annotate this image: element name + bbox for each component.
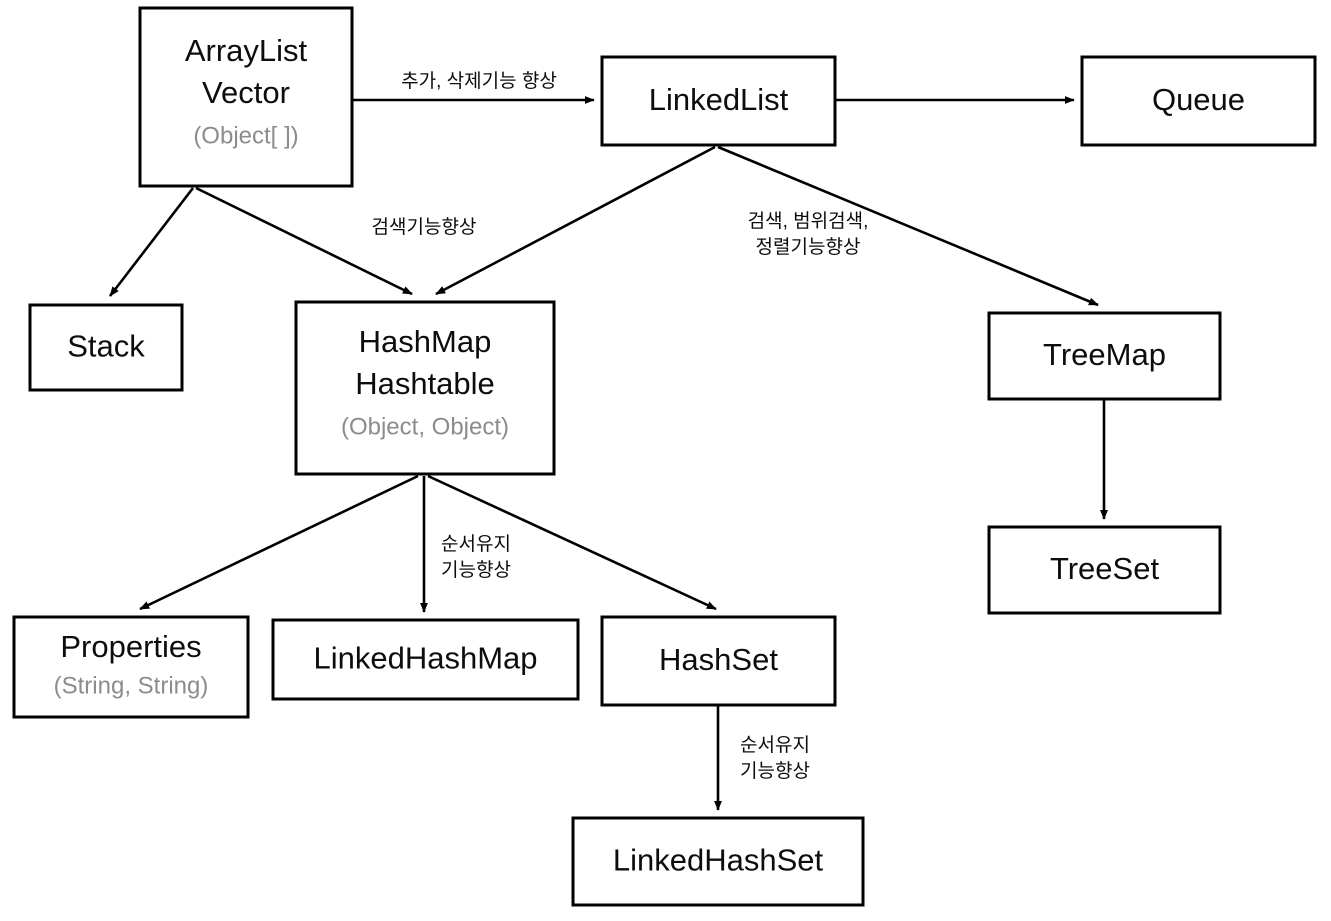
node-queue[interactable]: Queue <box>1080 55 1317 147</box>
edge-label-halo: 순서유지 <box>441 533 511 555</box>
edge-label-halo: 검색, 범위검색, <box>748 210 869 232</box>
node-box-treeset <box>987 525 1222 615</box>
node-box-hashmap <box>294 300 556 476</box>
edge-hashmap-to-hashset <box>427 474 717 611</box>
node-hashmap-line2: Hashtable <box>355 366 495 401</box>
node-box-treemap <box>987 311 1222 401</box>
node-box-hashset <box>600 615 837 707</box>
edge-label-text: 기능향상 <box>740 760 810 782</box>
node-box-linkedhashset <box>571 816 865 907</box>
edge-label-text: 정렬기능향상 <box>756 236 861 258</box>
node-hashset-line1: HashSet <box>659 642 778 677</box>
node-linkedlist-line1: LinkedList <box>649 82 789 117</box>
edge-label-text: 추가, 삭제기능 향상 <box>401 70 557 92</box>
edge-label-text: 기능향상 <box>441 559 511 581</box>
node-linkedhashset-line1: LinkedHashSet <box>613 843 824 878</box>
node-treeset[interactable]: TreeSet <box>987 525 1222 615</box>
edge-label-text: 검색, 범위검색, <box>748 210 869 232</box>
edge-arraylist-to-hashmap <box>195 186 413 296</box>
node-box-linkedlist <box>600 55 837 147</box>
node-properties-line1: Properties <box>60 629 201 664</box>
node-stack-line1: Stack <box>67 329 145 364</box>
node-hashset[interactable]: HashSet <box>600 615 837 707</box>
node-box-linkedhashmap <box>271 618 580 701</box>
node-treemap[interactable]: TreeMap <box>987 311 1222 401</box>
edge-label-halo: 검색기능향상 <box>372 216 477 238</box>
edge-linkedlist-to-hashmap <box>435 145 716 296</box>
edge-linkedlist-to-treemap <box>717 145 1099 307</box>
edge-hashmap-to-properties <box>139 474 419 611</box>
node-linkedhashset[interactable]: LinkedHashSet <box>571 816 865 907</box>
node-linkedhashmap[interactable]: LinkedHashMap <box>271 618 580 701</box>
node-hashmap-line1: HashMap <box>359 324 492 359</box>
node-arraylist-sub: (Object[ ]) <box>193 122 298 149</box>
edges-layer <box>108 96 1108 811</box>
node-properties[interactable]: Properties (String, String) <box>12 615 250 719</box>
node-box-arraylist <box>138 6 354 188</box>
edge-label-text: 순서유지 <box>740 734 810 756</box>
edge-label-text: 검색기능향상 <box>372 216 477 238</box>
node-arraylist-line1: ArrayList <box>185 33 308 68</box>
node-hashmap-sub: (Object, Object) <box>341 413 509 440</box>
edge-label-halo: 순서유지 <box>740 734 810 756</box>
node-properties-sub: (String, String) <box>54 672 209 699</box>
node-arraylist-line2: Vector <box>202 75 290 110</box>
edge-arraylist-to-stack <box>108 187 195 297</box>
edge-label-text: 순서유지 <box>441 533 511 555</box>
node-box-properties <box>12 615 250 719</box>
node-stack[interactable]: Stack <box>28 303 184 392</box>
node-linkedhashmap-line1: LinkedHashMap <box>313 641 537 676</box>
edge-label-halo: 추가, 삭제기능 향상 <box>401 70 557 92</box>
node-box-queue <box>1080 55 1317 147</box>
node-queue-line1: Queue <box>1152 82 1245 117</box>
node-box-stack <box>28 303 184 392</box>
edge-label-halo: 기능향상 <box>441 559 511 581</box>
node-linkedlist[interactable]: LinkedList <box>600 55 837 147</box>
edge-label-halo: 정렬기능향상 <box>756 236 861 258</box>
node-treemap-line1: TreeMap <box>1043 337 1166 372</box>
node-treeset-line1: TreeSet <box>1050 551 1160 586</box>
edge-label-halo: 기능향상 <box>740 760 810 782</box>
